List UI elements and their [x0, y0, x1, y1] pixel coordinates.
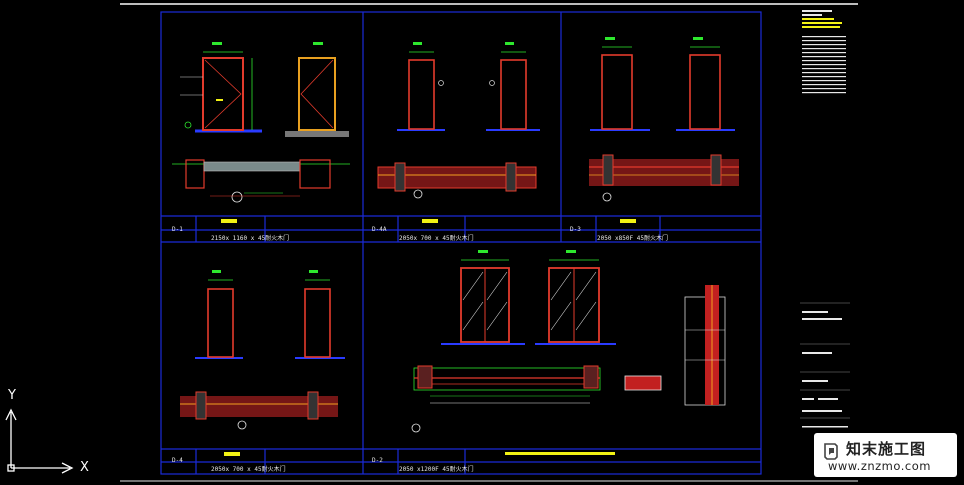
watermark-title: 知末施工图 — [846, 440, 927, 458]
panel-spec-d3: 2050 x850F 45耐火木门 — [597, 235, 668, 242]
drawing-frame — [160, 11, 762, 475]
panel-code-d1: D-1 — [172, 226, 183, 233]
panel-d1-section — [172, 159, 350, 223]
panel-code-d3: D-3 — [570, 226, 581, 233]
panel-code-d4: D-4 — [172, 457, 183, 464]
panel-code-d4a: D-4A — [372, 226, 387, 233]
panel-d4-section — [180, 391, 338, 456]
panel-d2-elevations — [441, 250, 616, 345]
panel-d2-section — [411, 365, 662, 455]
ucs-axis-icon — [5, 408, 74, 474]
panel-d3-section — [589, 154, 739, 223]
watermark-url: www.znzmo.com — [828, 459, 931, 473]
panel-d3-elevations — [590, 37, 735, 131]
panel-spec-d1: 2150x 1160 x 45耐火木门 — [211, 235, 290, 242]
panel-code-d2: D-2 — [372, 457, 383, 464]
znzmo-logo-icon — [824, 443, 838, 460]
ucs-x-label: X — [80, 460, 89, 475]
panel-spec-d4: 2050x 700 x 45耐火木门 — [211, 466, 286, 473]
panel-d2-detail-column — [684, 285, 726, 406]
panel-d1-elevations — [180, 42, 349, 137]
panel-d4-elevations — [195, 270, 345, 359]
ucs-y-label: Y — [8, 388, 16, 403]
title-block — [800, 10, 850, 428]
panel-spec-d2: 2050 x1200F 45耐火木门 — [399, 466, 474, 473]
watermark-badge[interactable]: 知末施工图 www.znzmo.com — [814, 433, 957, 477]
panel-d4a-section — [377, 162, 537, 223]
panel-spec-d4a: 2050x 700 x 45耐火木门 — [399, 235, 474, 242]
panel-d4a-elevations — [397, 42, 540, 131]
